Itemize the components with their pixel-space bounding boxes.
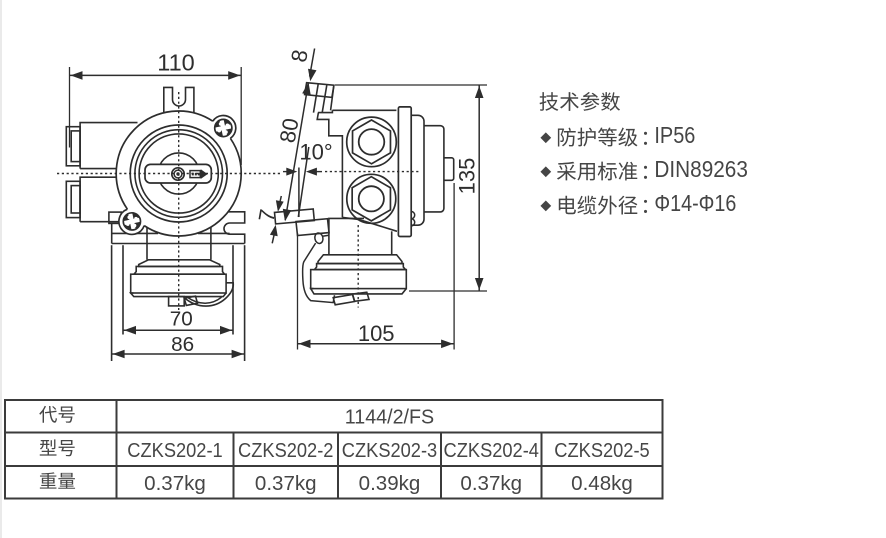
svg-text:86: 86 <box>171 333 194 356</box>
svg-text:Φ14-Φ16: Φ14-Φ16 <box>654 190 736 216</box>
svg-text:110: 110 <box>157 49 194 75</box>
svg-text:1144/2/FS: 1144/2/FS <box>345 407 434 429</box>
svg-text:105: 105 <box>358 321 395 346</box>
svg-text:8: 8 <box>286 48 313 64</box>
svg-text:7: 7 <box>254 207 281 223</box>
svg-text:CZKS202-2: CZKS202-2 <box>238 440 333 462</box>
svg-text:135: 135 <box>455 158 480 195</box>
svg-text:0.37kg: 0.37kg <box>255 473 317 495</box>
svg-text:0.48kg: 0.48kg <box>571 473 633 495</box>
svg-text:CZKS202-5: CZKS202-5 <box>554 440 649 462</box>
svg-text:0.37kg: 0.37kg <box>460 473 522 495</box>
svg-text:0.37kg: 0.37kg <box>144 473 206 495</box>
svg-text:DIN89263: DIN89263 <box>654 156 748 182</box>
svg-text:CZKS202-3: CZKS202-3 <box>342 440 437 462</box>
svg-text:10°: 10° <box>299 140 332 165</box>
svg-text:IP56: IP56 <box>654 122 695 148</box>
svg-text:70: 70 <box>170 308 193 331</box>
svg-text:CZKS202-1: CZKS202-1 <box>127 440 222 462</box>
svg-text:80: 80 <box>275 116 304 144</box>
svg-text:0.39kg: 0.39kg <box>359 473 421 495</box>
svg-text:CZKS202-4: CZKS202-4 <box>444 440 539 462</box>
